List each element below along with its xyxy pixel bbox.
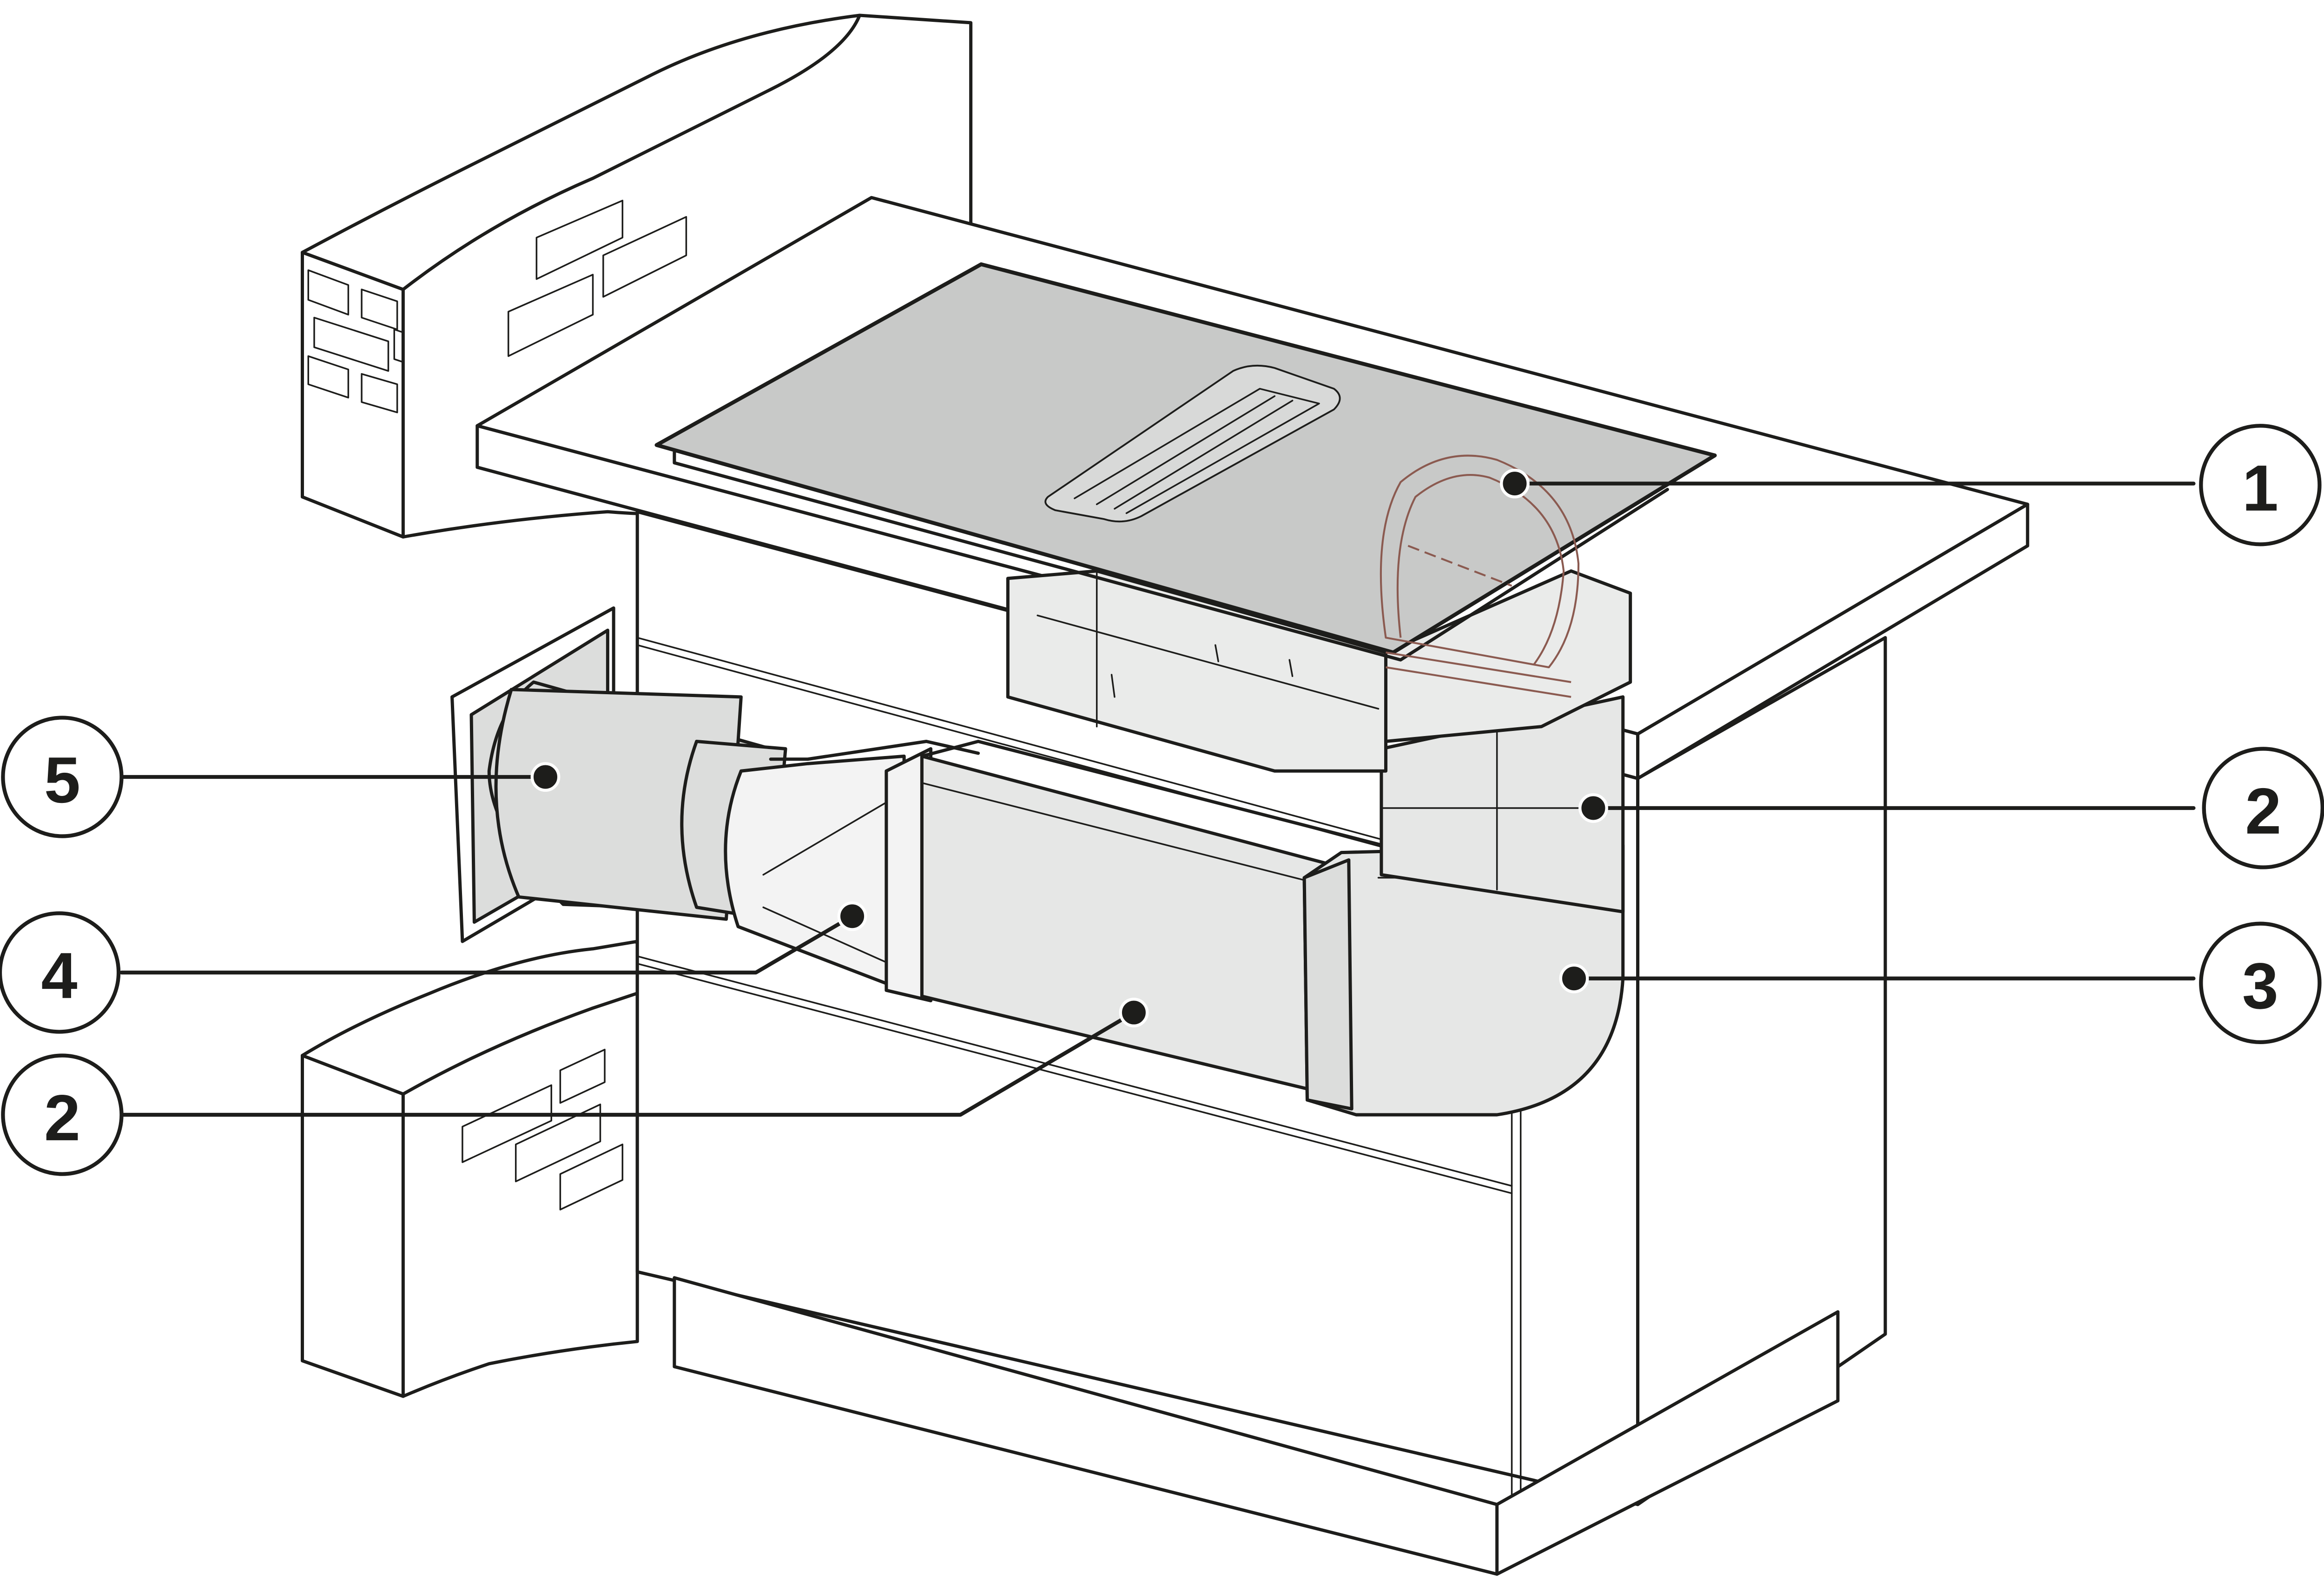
callout-5-number: 5 <box>44 743 80 816</box>
wall-box <box>450 606 772 943</box>
fan-motor-unit <box>1006 569 1632 773</box>
callout-2-left: 2 <box>1 1053 124 1176</box>
callout-2-right-number: 2 <box>2245 775 2281 848</box>
cooktop-with-downdraft-vent <box>654 262 1717 662</box>
callout-leaders <box>119 468 2196 1117</box>
flat-to-round-adapter <box>680 739 980 992</box>
callout-2-right: 2 <box>2202 747 2324 869</box>
callout-3-number: 3 <box>2242 949 2278 1022</box>
ghost-fan-outline <box>1380 454 1580 698</box>
vertical-flat-duct <box>1380 695 1625 914</box>
callout-1-number: 1 <box>2242 452 2278 525</box>
callout-1: 1 <box>2199 424 2322 546</box>
horizontal-flat-duct <box>885 739 1395 1099</box>
callout-2-left-number: 2 <box>44 1081 80 1154</box>
callout-4-number: 4 <box>41 939 78 1012</box>
callout-5: 5 <box>1 716 124 838</box>
duct-elbow <box>1302 843 1625 1117</box>
callout-3: 3 <box>2199 921 2322 1044</box>
callout-4: 4 <box>0 911 121 1034</box>
brick-wall-lower <box>301 940 639 1398</box>
